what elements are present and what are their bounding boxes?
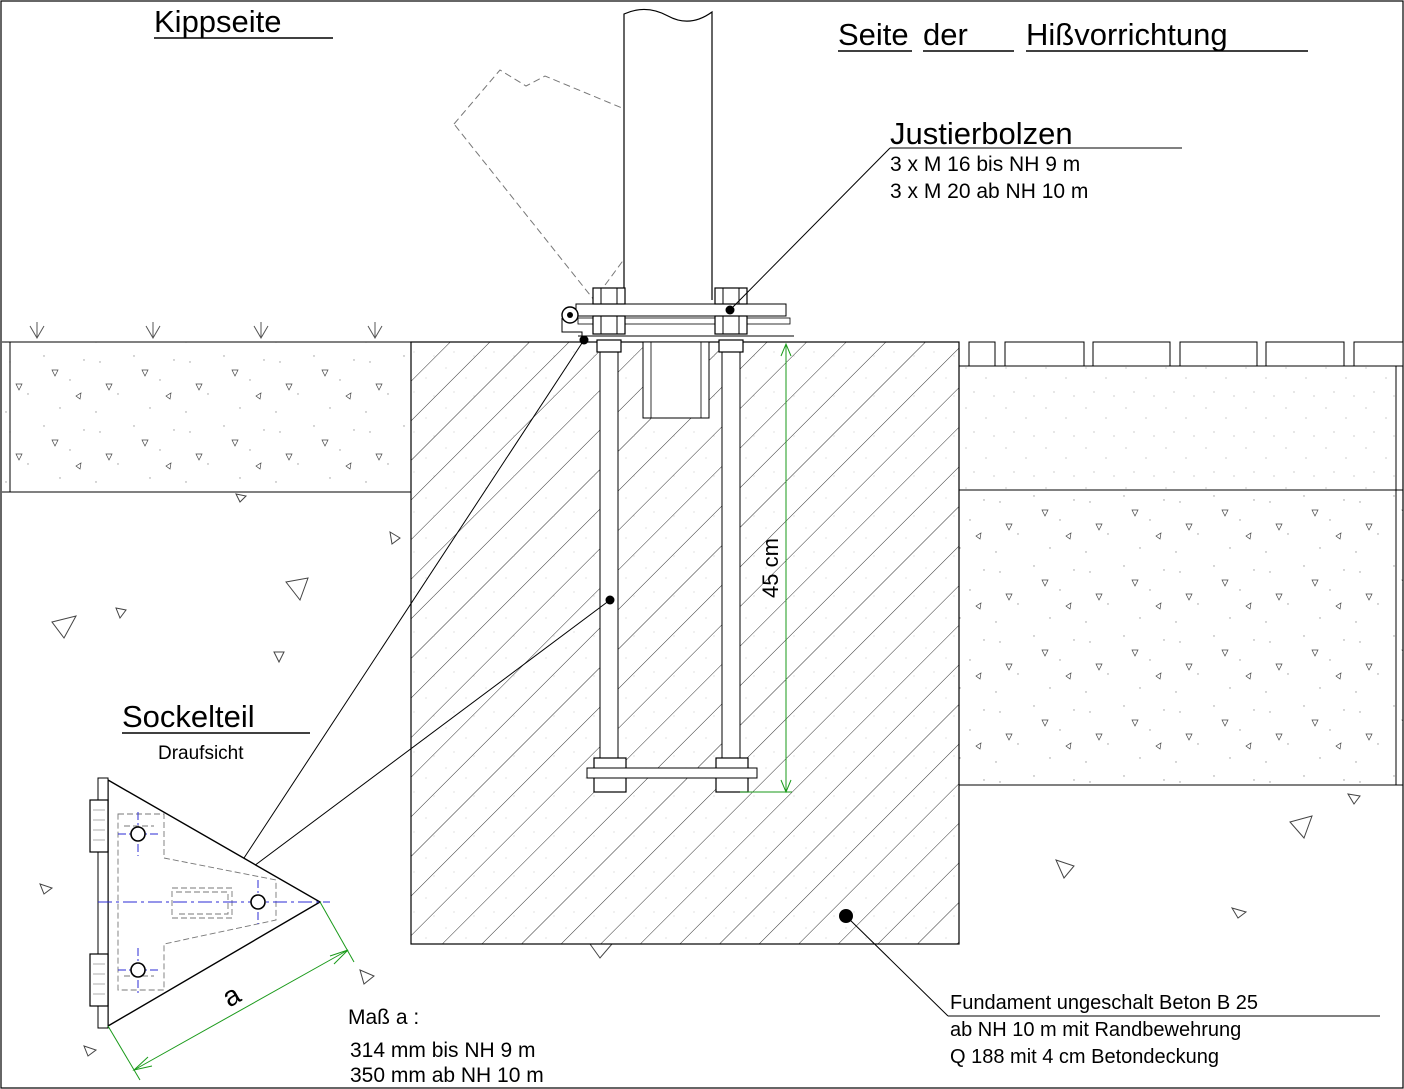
dimension-a-line <box>107 901 355 1081</box>
base-part-subtitle: Draufsicht <box>158 743 244 764</box>
base-part-top-view <box>89 777 330 1029</box>
title-hoist-side: Seite der Hißvorrichtung <box>838 17 1308 52</box>
measure-a-line-1: 314 mm bis NH 9 m <box>350 1039 536 1062</box>
title-hoist-side-word-2: der <box>923 17 968 52</box>
bolts-label-line-2: 3 x M 20 ab NH 10 m <box>890 180 1088 203</box>
mast-pole <box>623 8 713 300</box>
title-hoist-side-word-1: Seite <box>838 17 909 52</box>
measure-a-title: Maß a : <box>348 1006 419 1029</box>
grass-marks <box>29 322 383 339</box>
leader-dots <box>579 305 853 923</box>
title-tilt-side: Kippseite <box>154 4 282 39</box>
anchor-bottom-plate <box>586 767 758 779</box>
anchor-bolt-right <box>714 287 749 793</box>
base-part-title: Sockelteil <box>122 699 255 734</box>
dimension-a-label: a <box>217 978 246 1013</box>
depth-dimension-label: 45 cm <box>758 538 783 598</box>
title-hoist-side-word-3: Hißvorrichtung <box>1026 17 1228 52</box>
leader-lines <box>243 147 1380 1017</box>
measure-a-line-2: 350 mm ab NH 10 m <box>350 1064 544 1087</box>
foundation-line-3: Q 188 mit 4 cm Betondeckung <box>950 1046 1219 1068</box>
paving-stones <box>968 341 1404 367</box>
bolts-label-title: Justierbolzen <box>890 116 1073 151</box>
foundation-line-2: ab NH 10 m mit Randbewehrung <box>950 1019 1241 1041</box>
depth-dimension <box>740 342 792 794</box>
bolts-label-line-1: 3 x M 16 bis NH 9 m <box>890 153 1080 176</box>
foundation-line-1: Fundament ungeschalt Beton B 25 <box>950 992 1258 1014</box>
concrete-foundation <box>410 341 960 945</box>
mast-sleeve <box>642 341 710 419</box>
